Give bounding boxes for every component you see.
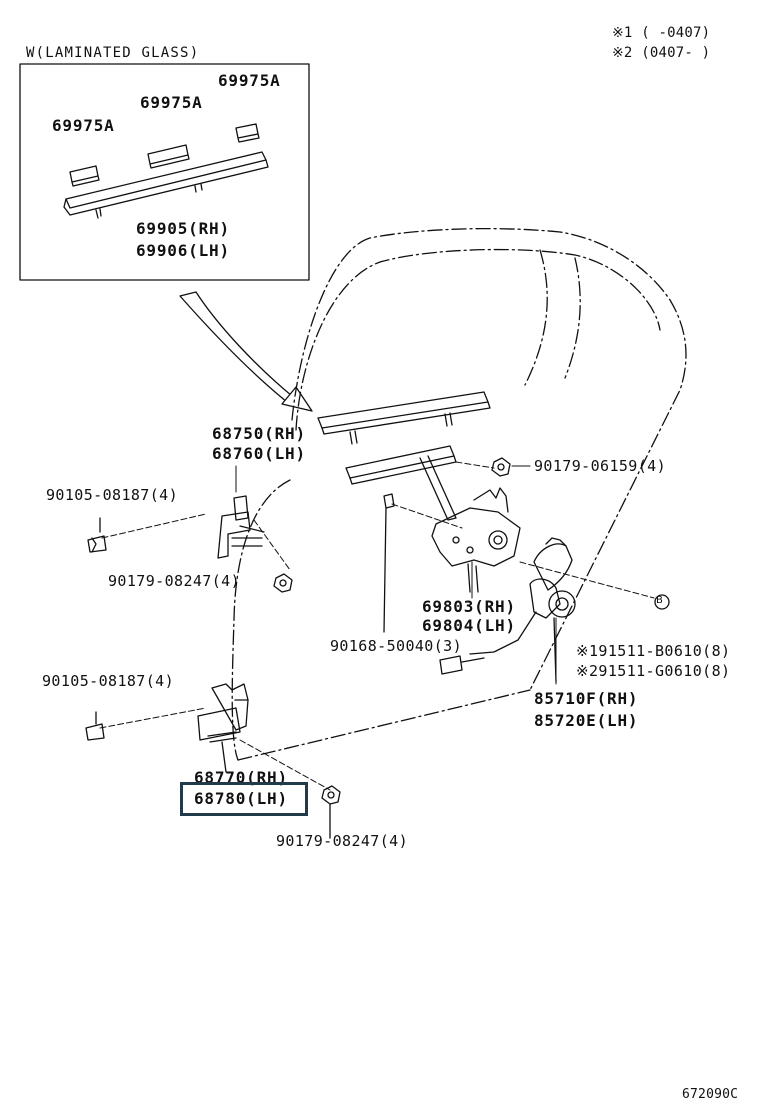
bolt-lower bbox=[85, 711, 105, 741]
part-label-69975a-center[interactable]: 69975A bbox=[140, 93, 203, 112]
leader-lines bbox=[99, 461, 655, 791]
nut-regulator bbox=[491, 457, 511, 477]
part-label-90105-08187-lower[interactable]: 90105-08187(4) bbox=[42, 672, 175, 690]
part-label-90168-50040[interactable]: 90168-50040(3) bbox=[330, 637, 463, 655]
bolt-upper bbox=[87, 517, 107, 553]
part-label-69803-rh[interactable]: 69803(RH) bbox=[422, 597, 516, 616]
nut-lower bbox=[321, 785, 341, 839]
door-outline bbox=[231, 227, 687, 761]
part-label-90179-08247-upper[interactable]: 90179-08247(4) bbox=[108, 572, 241, 590]
inset-title: W(LAMINATED GLASS) bbox=[26, 45, 200, 61]
note-2: ※2 (0407- ) bbox=[612, 45, 711, 61]
note-1: ※1 ( -0407) bbox=[612, 25, 711, 41]
bolt-regulator bbox=[383, 493, 395, 633]
inset-clip-right bbox=[235, 123, 260, 143]
inset-clip-center bbox=[147, 144, 190, 169]
inset-glass-run-strip bbox=[63, 151, 269, 219]
screw-b-symbol bbox=[654, 594, 670, 610]
part-label-69906-lh[interactable]: 69906(LH) bbox=[136, 241, 230, 260]
window-regulator-assembly bbox=[345, 445, 521, 593]
part-label-291511-g0610[interactable]: ※291511-G0610(8) bbox=[576, 662, 731, 680]
screw-b-marker: B bbox=[656, 595, 664, 606]
highlighted-part-box[interactable] bbox=[180, 782, 308, 816]
part-label-85710f-rh[interactable]: 85710F(RH) bbox=[534, 689, 639, 708]
part-label-85720e-lh[interactable]: 85720E(LH) bbox=[534, 711, 639, 730]
part-label-68750-rh[interactable]: 68750(RH) bbox=[212, 424, 306, 443]
inset-pointer-arrow bbox=[179, 291, 313, 412]
part-label-69905-rh[interactable]: 69905(RH) bbox=[136, 219, 230, 238]
nut-upper bbox=[273, 573, 293, 593]
part-label-90179-08247-lower[interactable]: 90179-08247(4) bbox=[276, 832, 409, 850]
part-label-90105-08187-upper[interactable]: 90105-08187(4) bbox=[46, 486, 179, 504]
part-label-68760-lh[interactable]: 68760(LH) bbox=[212, 444, 306, 463]
diagram-code: 672090C bbox=[682, 1087, 739, 1102]
part-label-69804-lh[interactable]: 69804(LH) bbox=[422, 616, 516, 635]
part-label-191511-b0610[interactable]: ※191511-B0610(8) bbox=[576, 642, 731, 660]
glass-channel-rail bbox=[317, 391, 491, 445]
part-label-69975a-right[interactable]: 69975A bbox=[218, 71, 281, 90]
part-label-68780-lh[interactable]: 68780(LH) bbox=[194, 789, 288, 808]
inset-frame bbox=[19, 63, 310, 281]
upper-hinge-bracket bbox=[217, 495, 265, 559]
inset-clip-left bbox=[69, 165, 100, 187]
part-label-90179-06159[interactable]: 90179-06159(4) bbox=[534, 457, 667, 475]
lower-hinge-bracket bbox=[197, 683, 249, 773]
part-label-69975a-left[interactable]: 69975A bbox=[52, 116, 115, 135]
